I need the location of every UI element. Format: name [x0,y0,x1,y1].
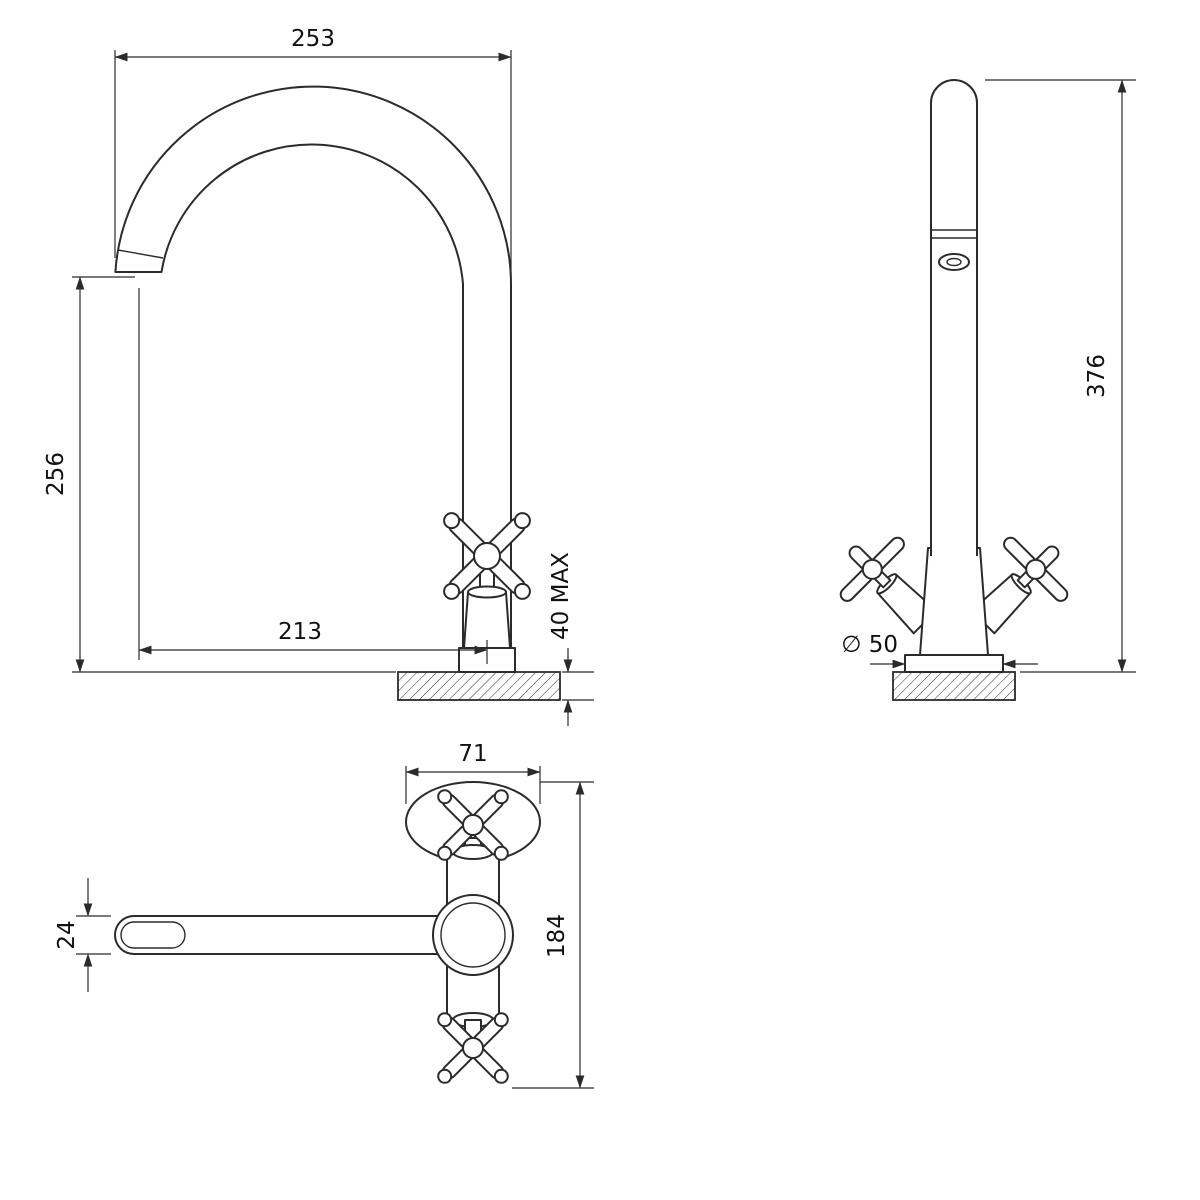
front-view: 376 ∅ 50 [839,79,1136,701]
dim-spout-height: 256 [43,276,396,673]
side-handle-cup-top [467,585,507,599]
dim-spout-width: 24 [54,878,111,992]
dim-spout-reach: 253 [114,26,512,276]
front-outlet-ellipse [938,253,970,271]
plan-bottom-knob-1 [437,1012,453,1028]
plan-top-knob-2 [493,845,509,861]
dim-base-diameter: ∅ 50 [841,632,1038,669]
side-handle-knob-3 [513,512,531,530]
side-nozzle-joint-line [117,249,164,259]
plan-spout-nozzle [120,921,186,949]
side-handle-knob-1 [443,512,461,530]
dim-depth: 184 [512,781,594,1089]
plan-bottom-handle-cross [437,1012,509,1084]
dim-label-reach: 253 [291,26,335,52]
front-outlet-inner [946,257,962,267]
plan-bottom-knob-2 [493,1068,509,1084]
dim-overall-height: 376 [985,79,1136,673]
dim-label-base-diameter: ∅ 50 [841,632,898,658]
plan-bottom-knob-4 [437,1068,453,1084]
front-deck-hatch [892,671,1016,701]
front-right-handle [970,536,1069,635]
plan-top-knob-3 [493,789,509,805]
side-handle-knob-4 [443,582,461,600]
dim-handle-width: 71 [405,741,541,804]
plan-body-circle-inner [440,902,506,968]
dim-label-handle-width: 71 [458,741,487,767]
plan-bottom-hub [462,1037,484,1059]
side-handle-assembly [443,512,531,673]
plan-top-hub [462,814,484,836]
side-handle-knob-2 [513,582,531,600]
plan-view: 71 24 184 [54,741,594,1089]
front-left-handle-hub [861,558,883,580]
front-tube [930,79,978,556]
plan-bottom-knob-3 [493,1012,509,1028]
front-base-flange [904,654,1004,673]
dim-label-depth: 184 [544,914,570,958]
plan-top-knob-4 [437,845,453,861]
side-deck-hatch [397,671,561,701]
front-right-handle-hub [1025,558,1047,580]
dim-label-height-to-spout: 256 [43,452,69,496]
front-left-handle [839,536,938,635]
dim-deck-thickness: 40 MAX [548,552,594,726]
dim-label-deck-thickness: 40 MAX [548,552,574,640]
plan-top-handle-cross [437,789,509,861]
dim-spout-projection: 213 [138,288,488,664]
plan-top-knob-1 [437,789,453,805]
plan-body-circle [432,894,514,976]
side-handle-cup [463,591,511,649]
dim-label-overall-height: 376 [1084,354,1110,398]
side-view: 253 256 213 40 MAX [43,26,594,726]
side-handle-hub [473,542,501,570]
dim-label-projection: 213 [278,619,322,645]
dim-label-spout-width: 24 [54,920,80,949]
front-body [919,547,989,656]
